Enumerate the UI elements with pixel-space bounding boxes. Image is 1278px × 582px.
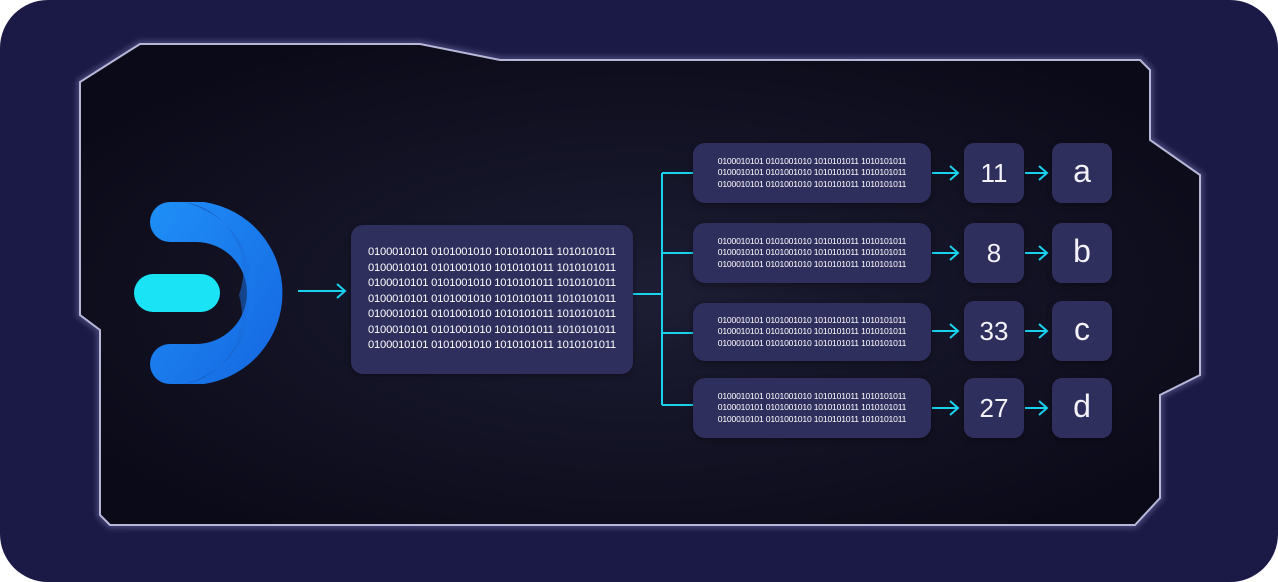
binary-chunk-4: 0100010101 0101001010 1010101011 1010101…: [693, 378, 931, 438]
value-text: 8: [986, 237, 1002, 268]
letter-text: a: [1073, 153, 1091, 189]
value-text: 33: [979, 315, 1009, 346]
binary-line: 0100010101 0101001010 1010101011 1010101…: [717, 247, 907, 258]
binary-chunk-2: 0100010101 0101001010 1010101011 1010101…: [693, 223, 931, 283]
binary-line: 0100010101 0101001010 1010101011 1010101…: [717, 413, 907, 424]
binary-line: 0100010101 0101001010 1010101011 1010101…: [368, 261, 616, 274]
binary-chunk-1: 0100010101 0101001010 1010101011 1010101…: [693, 143, 931, 203]
binary-line: 0100010101 0101001010 1010101011 1010101…: [717, 235, 907, 246]
binary-line: 0100010101 0101001010 1010101011 1010101…: [368, 277, 616, 290]
binary-line: 0100010101 0101001010 1010101011 1010101…: [717, 326, 907, 337]
binary-chunk-3: 0100010101 0101001010 1010101011 1010101…: [693, 303, 931, 361]
binary-line: 0100010101 0101001010 1010101011 1010101…: [717, 258, 907, 269]
binary-line: 0100010101 0101001010 1010101011 1010101…: [368, 339, 616, 352]
binary-line: 0100010101 0101001010 1010101011 1010101…: [717, 337, 907, 348]
binary-line: 0100010101 0101001010 1010101011 1010101…: [717, 167, 907, 178]
binary-line: 0100010101 0101001010 1010101011 1010101…: [717, 155, 907, 166]
letter-box-c: c: [1052, 301, 1112, 361]
value-text: 11: [980, 157, 1008, 188]
value-box-2: 8: [964, 223, 1024, 283]
source-binary-block: 0100010101 0101001010 1010101011 1010101…: [351, 225, 633, 374]
binary-line: 0100010101 0101001010 1010101011 1010101…: [717, 314, 907, 325]
value-box-1: 11: [964, 143, 1024, 203]
d-logo-icon: [134, 202, 283, 384]
value-box-3: 33: [964, 301, 1024, 361]
value-box-4: 27: [964, 378, 1024, 438]
letter-box-a: a: [1052, 143, 1112, 203]
binary-line: 0100010101 0101001010 1010101011 1010101…: [368, 323, 616, 336]
letter-box-d: d: [1052, 378, 1112, 438]
binary-line: 0100010101 0101001010 1010101011 1010101…: [368, 246, 616, 259]
binary-line: 0100010101 0101001010 1010101011 1010101…: [368, 292, 616, 305]
letter-text: d: [1073, 388, 1091, 424]
binary-line: 0100010101 0101001010 1010101011 1010101…: [368, 308, 616, 321]
binary-line: 0100010101 0101001010 1010101011 1010101…: [717, 178, 907, 189]
binary-line: 0100010101 0101001010 1010101011 1010101…: [717, 390, 907, 401]
value-text: 27: [979, 392, 1009, 423]
letter-text: b: [1073, 233, 1091, 269]
letter-box-b: b: [1052, 223, 1112, 283]
letter-text: c: [1074, 311, 1090, 347]
binary-line: 0100010101 0101001010 1010101011 1010101…: [717, 402, 907, 413]
